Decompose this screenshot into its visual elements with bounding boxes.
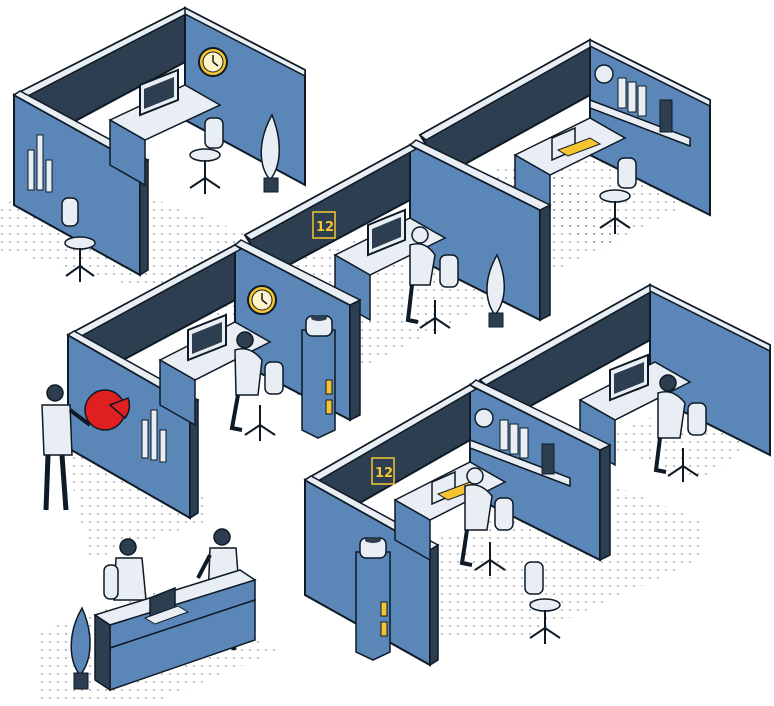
computer-monitor-icon (187, 313, 227, 362)
reception-area (70, 528, 257, 692)
computer-monitor-icon (367, 208, 406, 257)
office-chair-icon (189, 117, 224, 194)
office-chair-icon (474, 497, 514, 576)
wall-calendar-icon: 12 (371, 457, 395, 485)
bar-chart-poster-icon (141, 409, 167, 463)
cubicle-bottom-right-back (478, 283, 771, 482)
wall-shelf-icon (589, 64, 691, 148)
person-working-icon (459, 467, 493, 567)
plant-icon (70, 606, 91, 690)
plant-icon (486, 253, 505, 328)
office-chair-icon (599, 157, 637, 234)
office-chair-icon (667, 402, 707, 482)
office-chair-icon (244, 361, 284, 441)
cubicle-left-middle (41, 239, 362, 520)
person-standing-icon (41, 384, 92, 511)
laptop-icon (551, 126, 602, 162)
plant-icon (260, 113, 280, 193)
wall-calendar-icon: 12 (312, 211, 336, 239)
pie-chart-poster-icon (84, 389, 131, 431)
water-cooler-icon (355, 537, 391, 661)
cubicle-top-right (418, 38, 711, 234)
person-working-icon (653, 374, 686, 474)
person-receptionist-icon (103, 538, 147, 601)
cubicle-bottom-middle: 12 (303, 379, 612, 667)
desk (108, 84, 222, 187)
cubicle-top-left (12, 6, 306, 282)
person-working-icon (405, 226, 436, 324)
office-chair-icon (61, 197, 96, 282)
cubicle-middle: 12 (243, 139, 552, 334)
calendar-number: 12 (375, 466, 393, 481)
wall-clock-icon (198, 47, 228, 77)
water-cooler-icon (301, 315, 336, 439)
computer-monitor-icon (609, 353, 649, 402)
laptop-icon (143, 586, 190, 625)
office-chair-icon (419, 254, 459, 334)
bar-chart-poster-icon (27, 134, 53, 193)
person-working-icon (229, 331, 263, 432)
wall-shelf-icon (469, 408, 571, 488)
wall-clock-icon (247, 285, 277, 315)
calendar-number: 12 (316, 220, 334, 235)
computer-monitor-icon (139, 68, 179, 117)
office-chair-icon (524, 561, 561, 644)
